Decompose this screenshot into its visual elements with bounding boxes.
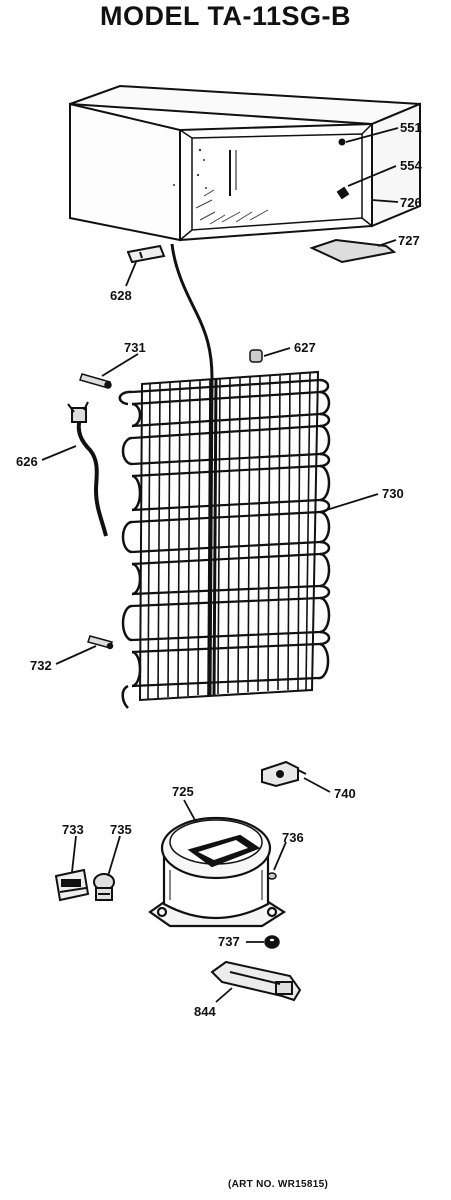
terminal-cover <box>54 868 90 902</box>
callout-740: 740 <box>334 786 356 801</box>
tube-clip <box>249 349 263 363</box>
callout-labels: 551 554 726 727 628 731 627 626 730 732 … <box>16 120 422 1019</box>
callout-726: 726 <box>400 195 422 210</box>
callout-733: 733 <box>62 822 84 837</box>
drain-pan <box>309 238 397 264</box>
callout-731: 731 <box>124 340 146 355</box>
drain-bracket <box>126 244 166 264</box>
callout-626: 626 <box>16 454 38 469</box>
callout-844: 844 <box>194 1004 216 1019</box>
callout-735: 735 <box>110 822 132 837</box>
callout-736: 736 <box>282 830 304 845</box>
diagram-title: MODEL TA-11SG-B <box>99 1 352 31</box>
callout-737: 737 <box>218 934 240 949</box>
screw-731 <box>79 373 112 389</box>
compressor <box>148 816 287 928</box>
callout-730: 730 <box>382 486 404 501</box>
mounting-bracket <box>210 960 302 1002</box>
callout-725: 725 <box>172 784 194 799</box>
drain-tube <box>170 243 214 379</box>
callout-627: 627 <box>294 340 316 355</box>
callout-732: 732 <box>30 658 52 673</box>
screw-732 <box>87 635 114 650</box>
overload-bracket <box>261 760 307 788</box>
callout-554: 554 <box>400 158 422 173</box>
callout-551: 551 <box>400 120 422 135</box>
overload-relay <box>93 873 115 901</box>
art-number: (ART NO. WR15815) <box>228 1179 329 1190</box>
condenser <box>118 370 331 709</box>
callout-727: 727 <box>398 233 420 248</box>
power-cord <box>67 401 108 537</box>
callout-628: 628 <box>110 288 132 303</box>
rubber-foot <box>264 935 280 949</box>
leader-lines <box>41 127 399 1003</box>
cabinet-liner <box>69 84 421 242</box>
grommet <box>267 872 277 880</box>
